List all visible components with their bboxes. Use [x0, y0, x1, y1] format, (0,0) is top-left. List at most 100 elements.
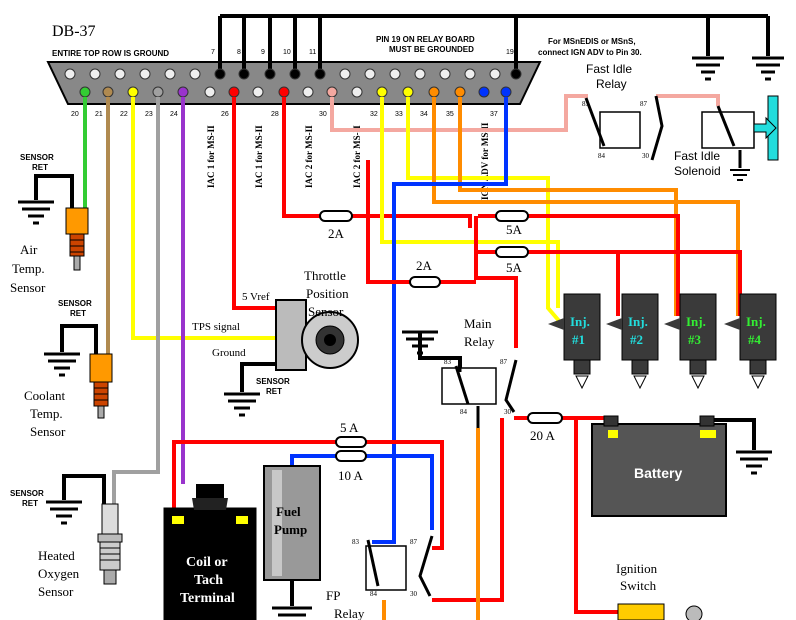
pin-number: 26 [221, 111, 229, 118]
wire-black-o2 [62, 474, 106, 506]
sensor-ret-label: SENSOR [58, 299, 92, 308]
pin-number: 20 [71, 111, 79, 118]
relay-pin: 30 [410, 590, 418, 598]
relay-pin: 87 [640, 100, 648, 108]
fuse [319, 210, 563, 462]
fuse-label: 2A [328, 226, 345, 241]
sensor-name: Coolant [24, 388, 66, 403]
connector-pins-bottom [79, 86, 512, 98]
wire-black-tps [240, 362, 278, 392]
relay-name: Main [464, 316, 492, 331]
wire-black-battery [704, 418, 756, 450]
relay-name: Fast Idle [586, 62, 632, 76]
injector [664, 293, 717, 390]
throttle-position-sensor [275, 299, 359, 371]
ignition-switch-label: Switch [620, 578, 657, 593]
pin-number: 30 [319, 111, 327, 118]
battery-label: Battery [634, 465, 682, 481]
relay-pin: 84 [370, 590, 378, 598]
injector-number: #2 [630, 332, 643, 347]
iac-label: IAC 2 for MS-II [304, 125, 314, 188]
pin19-note-line1: PIN 19 ON RELAY BOARD [376, 35, 475, 44]
sensor-ret-label: RET [266, 387, 282, 396]
relay-pin: 30 [642, 152, 650, 160]
ground-symbol [18, 200, 54, 225]
fuse-label: 5A [506, 222, 523, 237]
injector [548, 293, 601, 390]
coolant-temp-sensor [89, 353, 113, 419]
pin-number: 10 [283, 49, 291, 56]
wire-blue-ign [372, 97, 508, 544]
sensor-name: Temp. [12, 261, 45, 276]
wire-red-ign [574, 418, 618, 614]
injector [724, 293, 777, 390]
wire-red-main [474, 216, 518, 348]
sensor-name: Throttle [304, 268, 346, 283]
top-row-ground-note: ENTIRE TOP ROW IS GROUND [52, 49, 169, 58]
wire-red-coil [172, 440, 338, 514]
ground-symbol [730, 169, 750, 181]
coil-label: Terminal [180, 591, 235, 606]
edis-note-line2: connect IGN ADV to Pin 30. [538, 48, 642, 57]
iac-label: IAC 1 for MS-II [254, 125, 264, 188]
sensor-name: Position [306, 286, 349, 301]
injector-label: Inj. [570, 314, 590, 329]
pin19-note-line2: MUST BE GROUNDED [389, 45, 474, 54]
injector-number: #3 [688, 332, 702, 347]
sensor-ret-label: RET [22, 499, 38, 508]
pin-number: 37 [490, 111, 498, 118]
main-relay [441, 359, 518, 428]
solenoid-name: Fast Idle [674, 149, 720, 163]
sensor-name: Sensor [38, 584, 74, 599]
pin-number: 23 [145, 111, 153, 118]
injector-number: #4 [748, 332, 762, 347]
air-temp-sensor [65, 207, 89, 271]
pin-number: 28 [271, 111, 279, 118]
pin-number: 34 [420, 111, 428, 118]
relay-name: Relay [464, 334, 495, 349]
ground-symbol [692, 56, 724, 81]
relay-pin: 30 [504, 408, 512, 416]
ground-symbol [752, 56, 784, 81]
iac-label: IAC 2 for MS-II [352, 125, 362, 188]
tps-ground-label: Ground [212, 347, 246, 359]
fuel-pump-label: Fuel [276, 504, 301, 519]
battery [591, 415, 727, 517]
ground-symbol [402, 330, 438, 355]
iac-label: IAC 1 for MS-II [206, 125, 216, 188]
fuse-label: 20 A [530, 428, 556, 443]
fuse-label: 5 A [340, 420, 359, 435]
pin-number: 32 [370, 111, 378, 118]
tps-vref-label: 5 Vref [242, 291, 270, 303]
pin-number: 21 [95, 111, 103, 118]
pin-number: 11 [309, 49, 316, 56]
wire-red-fuse2a [282, 97, 322, 218]
relay-pin: 83 [582, 100, 590, 108]
relay-name: FP [326, 588, 340, 603]
relay-pin: 84 [598, 152, 606, 160]
relay-pin: 87 [410, 538, 418, 546]
relay-pin: 83 [444, 358, 452, 366]
wire-pink-2 [656, 94, 720, 106]
pin-number: 22 [120, 111, 128, 118]
fast-idle-solenoid [701, 95, 779, 168]
wire-red-fp-pwr [432, 418, 504, 602]
fuse-label: 5A [506, 260, 523, 275]
sensor-ret-label: SENSOR [10, 489, 44, 498]
wire-red-5a-top-out [526, 214, 680, 316]
fast-idle-relay [584, 95, 664, 161]
wire-yellow-tps [131, 97, 278, 340]
ground-bus [218, 14, 770, 74]
solenoid-name: Solenoid [674, 164, 721, 178]
iac-label: IGN ADV for MS-II [480, 122, 490, 200]
coil-label: Coil or [186, 555, 228, 570]
fuel-pump [263, 465, 321, 581]
sensor-name: Temp. [30, 406, 63, 421]
relay-pin: 84 [460, 408, 468, 416]
pin-number: 33 [395, 111, 403, 118]
connector-pins-top [64, 68, 522, 80]
ground-symbol [46, 500, 82, 525]
wire-red-vref [232, 97, 278, 310]
fuel-pump-relay [365, 535, 434, 597]
